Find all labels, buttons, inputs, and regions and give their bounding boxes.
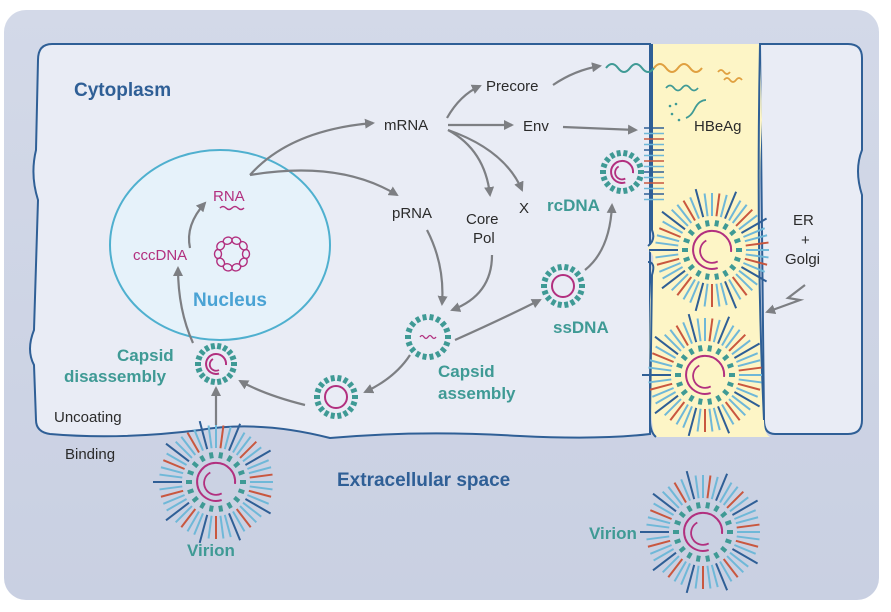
label-cccdna: cccDNA	[133, 247, 187, 264]
arrow-ssdna-to-rcdna	[584, 203, 617, 271]
er-virion-particle-icon	[642, 313, 762, 437]
extracellular-virion-particle-icon	[640, 470, 760, 594]
label-virion-right: Virion	[589, 524, 637, 543]
precore-squiggle-orange-icon	[653, 63, 703, 73]
label-uncoating: Uncoating	[54, 409, 122, 426]
label-extracellular-space: Extracellular space	[337, 470, 510, 491]
env-spikes-icon	[644, 127, 664, 201]
label-hbeag: HBeAg	[694, 118, 742, 135]
arrow-disassembly-to-cccdna	[173, 266, 195, 344]
arrow-mrna-to-x	[447, 128, 524, 192]
arrow-recycle-to-disassembly	[238, 380, 306, 407]
label-ssdna: ssDNA	[553, 318, 609, 337]
label-core: Core	[466, 211, 499, 228]
label-nucleus: Nucleus	[193, 290, 267, 311]
er-membrane-left-upper	[647, 44, 655, 247]
hbeag-squiggle-teal-icon	[665, 84, 699, 92]
cell-membrane-right	[758, 43, 863, 435]
label-virion-left: Virion	[187, 541, 235, 560]
label-env: Env	[523, 118, 549, 135]
capsid-assembly-pregenome-particle-icon	[405, 314, 451, 360]
label-x: X	[519, 200, 529, 217]
label-precore: Precore	[486, 78, 539, 95]
arrow-rna-to-mrna	[249, 118, 375, 176]
arrow-assembly-to-recycle	[363, 354, 411, 394]
arrow-corepol-to-assembly	[450, 254, 494, 312]
arrow-assembly-to-ssdna	[454, 299, 542, 342]
arrow-cccdna-to-rna	[187, 201, 207, 249]
arrow-rna-to-prna	[249, 169, 399, 197]
label-binding: Binding	[65, 446, 115, 463]
rna-squiggle-icon	[219, 205, 245, 211]
budding-virion-particle-icon	[649, 188, 769, 312]
label-cytoplasm: Cytoplasm	[74, 80, 171, 101]
label-capsid-disassembly-2: disassembly	[64, 367, 167, 386]
label-er: ER	[793, 212, 814, 229]
label-prna: pRNA	[392, 205, 432, 222]
er-golgi-lumen	[648, 44, 770, 437]
capsid-disassembly-particle-icon	[195, 342, 237, 386]
er-membrane-right	[757, 43, 765, 421]
label-capsid-assembly-2: assembly	[438, 384, 516, 403]
rcdna-capsid-particle-icon	[600, 149, 644, 195]
hbeag-dots-icon	[668, 102, 681, 122]
arrow-er-golgi-lightning	[765, 284, 806, 314]
hbeag-fragments-orange-icon	[717, 69, 743, 83]
cell-membrane	[29, 43, 651, 440]
label-rcdna: rcDNA	[547, 196, 600, 215]
label-pol: Pol	[473, 230, 495, 247]
nucleus	[109, 149, 331, 341]
cccdna-ring-icon	[213, 236, 251, 272]
precore-squiggle-teal-icon	[605, 63, 655, 73]
label-capsid-disassembly-1: Capsid	[117, 346, 174, 365]
arrow-mrna-to-core-pol	[447, 129, 495, 197]
er-membrane-left-lower	[647, 261, 657, 438]
label-plus: +	[801, 232, 810, 249]
label-capsid-assembly-1: Capsid	[438, 362, 495, 381]
label-golgi: Golgi	[785, 251, 820, 268]
label-mrna: mRNA	[384, 117, 428, 134]
arrow-precore-to-secretion	[552, 62, 602, 86]
recycled-capsid-particle-icon	[314, 374, 358, 420]
ssdna-capsid-particle-icon	[541, 263, 585, 309]
arrow-mrna-to-precore	[446, 84, 482, 119]
arrow-prna-to-assembly	[426, 229, 448, 306]
label-rna: RNA	[213, 188, 245, 205]
hbeag-strand-icon	[685, 99, 707, 119]
arrow-env-to-er	[562, 124, 638, 135]
binding-virion-particle-icon	[153, 420, 273, 544]
